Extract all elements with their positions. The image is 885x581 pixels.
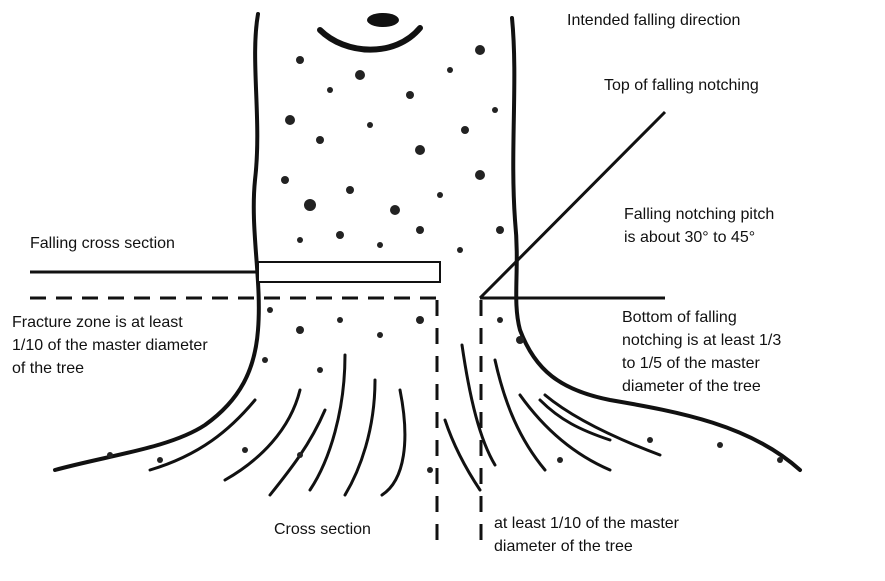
notch-bottom-label-line1: Bottom of falling (622, 308, 737, 328)
hinge-width-label-line1: at least 1/10 of the master (494, 514, 679, 534)
root (520, 395, 610, 470)
falling-cross-section-label: Falling cross section (30, 234, 175, 254)
fracture-zone-label-line1: Fracture zone is at least (12, 313, 183, 333)
knot (367, 13, 399, 27)
cross-section-label: Cross section (274, 520, 371, 540)
top-of-notch-label: Top of falling notching (604, 76, 759, 96)
branch-scar (320, 28, 420, 50)
notch-bottom-label-line2: notching is at least 1/3 (622, 331, 781, 351)
fracture-zone-label-line3: of the tree (12, 359, 84, 379)
root (345, 380, 375, 495)
hinge-width-label-line2: diameter of the tree (494, 537, 633, 557)
root (382, 390, 405, 495)
root (540, 400, 610, 440)
back-cut-slot (258, 262, 440, 282)
root (270, 410, 325, 495)
notch-pitch-label-line1: Falling notching pitch (624, 205, 774, 225)
notch-bottom-label-line3: to 1/5 of the master (622, 354, 760, 374)
notch-bottom-label-line4: diameter of the tree (622, 377, 761, 397)
notch-pitch-label-line2: is about 30° to 45° (624, 228, 755, 248)
bark-texture (107, 45, 783, 473)
root (462, 345, 495, 465)
root (225, 390, 300, 480)
intended-falling-direction-label: Intended falling direction (567, 11, 740, 31)
root (310, 355, 345, 490)
fracture-zone-label-line2: 1/10 of the master diameter (12, 336, 208, 356)
root (150, 400, 255, 470)
root (445, 420, 480, 490)
